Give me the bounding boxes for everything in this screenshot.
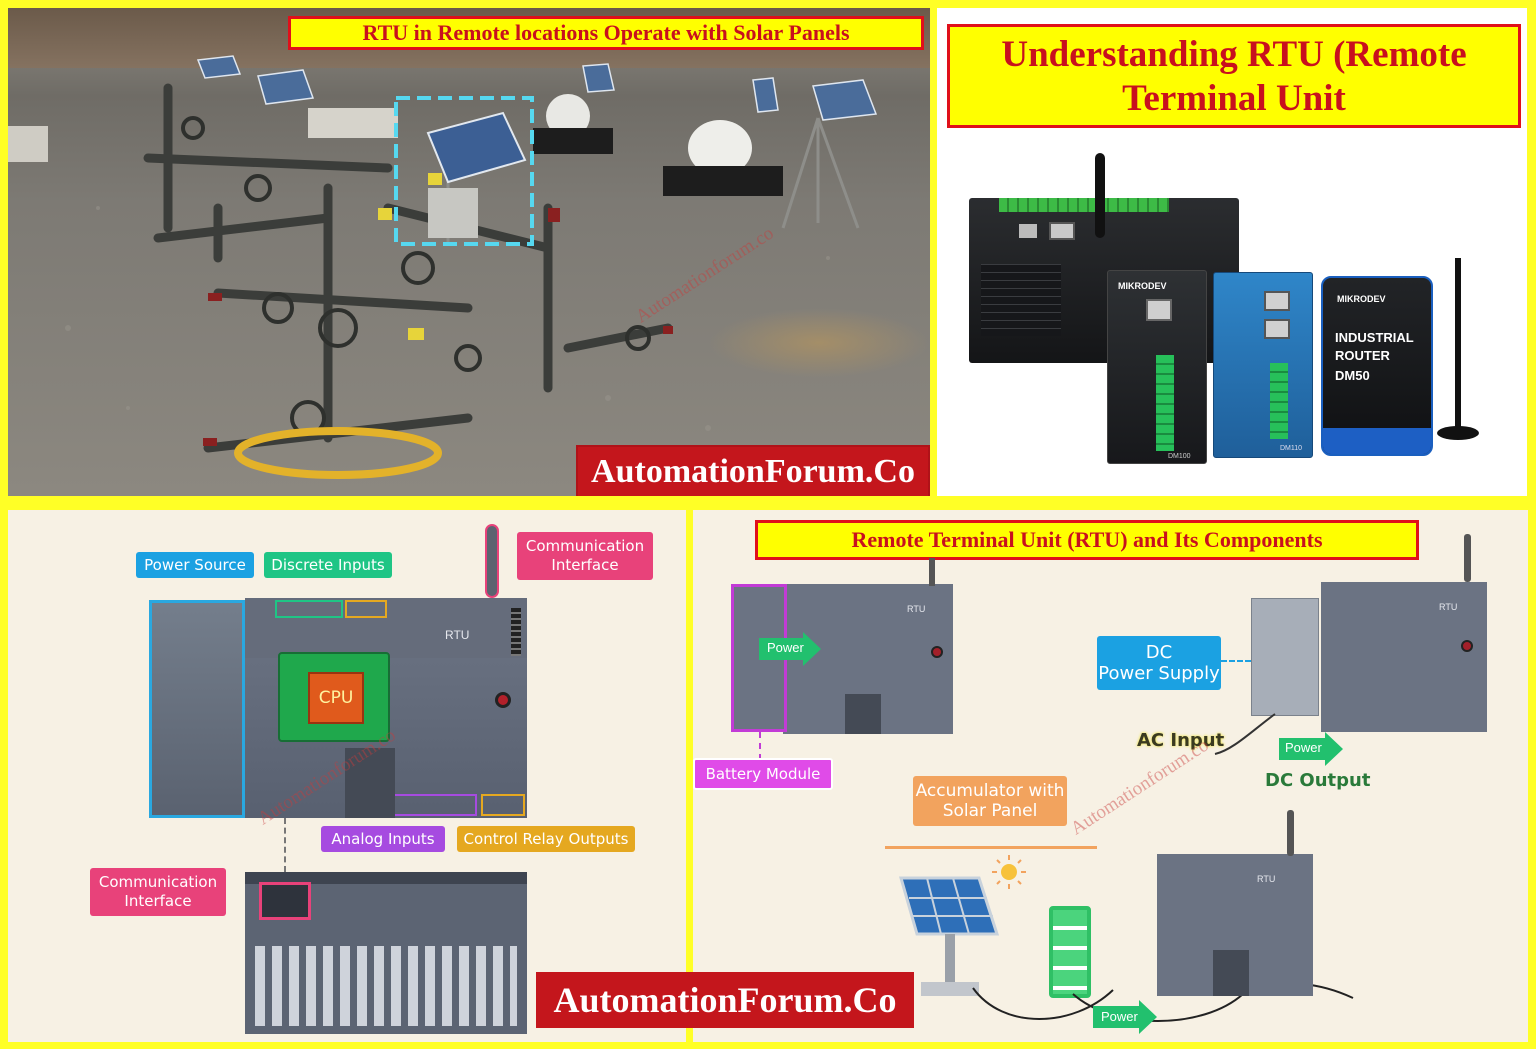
brand-logo-top: AutomationForum.Co	[576, 445, 930, 496]
dotted-connector	[1221, 660, 1251, 662]
rtu-column	[345, 748, 395, 818]
led-strip	[511, 608, 521, 656]
status-led	[1461, 640, 1473, 652]
photo-panel: RTU in Remote locations Operate with Sol…	[8, 8, 930, 496]
ac-input-label: AC Input	[1137, 730, 1225, 751]
antenna	[1095, 153, 1105, 238]
comm-device	[245, 872, 527, 1034]
power-arrow-1	[759, 632, 821, 666]
power-label-1: Power	[767, 640, 804, 655]
dc-power-supply-device	[1251, 598, 1319, 716]
components-title: Remote Terminal Unit (RTU) and Its Compo…	[755, 520, 1419, 560]
rtu-diagram-panel: RTU CPU Power Source Discrete Inputs Com…	[8, 510, 686, 1042]
power-arrow-3	[1093, 1000, 1157, 1034]
ethernet-port	[1049, 222, 1075, 240]
photo-caption: RTU in Remote locations Operate with Sol…	[288, 16, 924, 50]
accumulator-divider	[885, 846, 1097, 849]
dc-label-line1: DC	[1145, 642, 1173, 663]
ethernet-port	[1264, 291, 1290, 311]
analog-inputs-label: Analog Inputs	[321, 826, 445, 852]
product-title-line1: Understanding RTU (Remote	[1001, 34, 1467, 75]
cpu-chip: CPU	[278, 652, 390, 742]
magnetic-antenna	[1455, 258, 1461, 428]
rtu-label: RTU	[445, 628, 470, 642]
router-dm50: MIKRODEV INDUSTRIAL ROUTER DM50	[1321, 276, 1433, 456]
dc-power-supply-label: DC Power Supply	[1097, 636, 1221, 690]
rtu-column	[845, 694, 881, 734]
router-name-line1: INDUSTRIAL	[1335, 330, 1414, 345]
model-label: DM100	[1168, 453, 1191, 460]
power-source-label: Power Source	[136, 552, 254, 578]
sun-icon	[992, 855, 1026, 889]
dotted-connector	[759, 732, 761, 760]
product-title-line2: Terminal Unit	[1122, 78, 1346, 119]
router-base	[1323, 428, 1431, 454]
module-dm100: MIKRODEV DM100	[1107, 270, 1207, 464]
accumulator-label: Accumulator with Solar Panel	[913, 776, 1067, 826]
comm-interface-bottom-label: Communication Interface	[90, 868, 226, 916]
rtu-top-right: RTU	[1321, 582, 1487, 732]
digital-outputs-highlight	[345, 600, 387, 618]
comm-device-top	[245, 872, 527, 884]
device-brand: MIKRODEV	[1337, 294, 1386, 304]
rtu-label: RTU	[1439, 602, 1458, 612]
dc-label-line2: Power Supply	[1098, 663, 1220, 684]
rtu-bottom-right: RTU	[1157, 854, 1313, 996]
wellhead-scene	[8, 55, 878, 479]
ethernet-port-highlight	[259, 882, 311, 920]
cpu-core: CPU	[308, 672, 364, 724]
module-dm110: DM110	[1213, 272, 1313, 458]
analog-inputs-highlight	[393, 794, 477, 816]
io-table	[981, 264, 1061, 336]
rtu-antenna	[485, 524, 499, 598]
rtu-column	[1213, 950, 1249, 996]
router-name-line2: ROUTER	[1335, 348, 1390, 363]
model-label: DM110	[1280, 445, 1303, 452]
ethernet-port	[1146, 299, 1172, 321]
terminal-strip	[999, 198, 1169, 212]
power-source-block	[149, 600, 245, 818]
router-model: DM50	[1335, 368, 1370, 383]
status-led	[931, 646, 943, 658]
status-led	[495, 692, 511, 708]
comm-interface-top-label: Communication Interface	[517, 532, 653, 580]
accumulator-line1: Accumulator with	[915, 781, 1065, 801]
io-slots	[255, 946, 517, 1026]
device-brand: MIKRODEV	[1118, 281, 1167, 291]
antenna	[1464, 534, 1471, 582]
ethernet-port	[1264, 319, 1290, 339]
discrete-inputs-label: Discrete Inputs	[264, 552, 392, 578]
rtu-highlight-box	[394, 96, 534, 246]
solar-panel-icon	[899, 876, 1000, 996]
relay-outputs-label: Control Relay Outputs	[457, 826, 635, 852]
power-arrow-2	[1279, 732, 1343, 766]
discrete-inputs-highlight	[275, 600, 343, 618]
brand-logo-bottom: AutomationForum.Co	[536, 972, 914, 1028]
dc-output-label: DC Output	[1265, 770, 1371, 791]
power-label-3: Power	[1101, 1009, 1138, 1024]
relay-outputs-highlight	[481, 794, 525, 816]
rtu-label: RTU	[1257, 874, 1276, 884]
antenna	[929, 558, 935, 586]
ac-wire	[1214, 713, 1276, 755]
usb-port	[1019, 224, 1037, 238]
accumulator-line2: Solar Panel	[942, 801, 1038, 821]
power-label-2: Power	[1285, 740, 1322, 755]
rtu-top-left: RTU	[783, 584, 953, 734]
battery-icon	[1049, 906, 1091, 998]
dotted-connector	[284, 818, 286, 872]
rtu-label: RTU	[907, 604, 926, 614]
components-panel: Remote Terminal Unit (RTU) and Its Compo…	[693, 510, 1528, 1042]
antenna	[1287, 810, 1294, 856]
terminal-block	[1156, 355, 1174, 451]
cpu-label: CPU	[318, 688, 354, 708]
antenna-base	[1437, 426, 1479, 440]
terminal-block	[1270, 363, 1288, 439]
dry-grass	[708, 308, 930, 378]
product-panel: Understanding RTU (Remote Terminal Unit …	[937, 8, 1527, 496]
battery-module-label: Battery Module	[693, 758, 833, 790]
product-title: Understanding RTU (Remote Terminal Unit	[947, 24, 1521, 128]
